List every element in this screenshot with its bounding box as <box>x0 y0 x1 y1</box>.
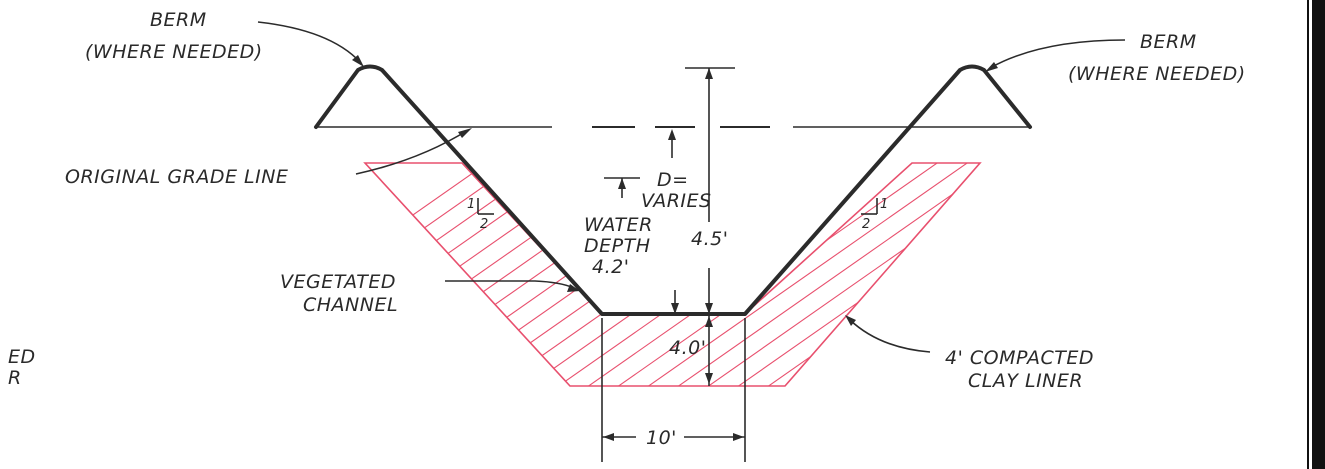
leader-compacted-liner <box>845 315 931 353</box>
original-grade-label: ORIGINAL GRADE LINE <box>65 166 288 188</box>
cut-off-label-2: R <box>8 367 22 389</box>
berm-left-note: (WHERE NEEDED) <box>85 41 263 63</box>
sheet-border <box>1312 0 1325 469</box>
slope-left-run: 2 <box>480 217 488 232</box>
berm-right-label: BERM <box>1140 31 1197 53</box>
d-varies-label: D= <box>657 169 689 191</box>
slope-indicator-right <box>861 198 878 215</box>
leader-vegetated-channel <box>445 280 580 292</box>
vegetated-channel-label-1: VEGETATED <box>280 271 396 293</box>
leader-original-grade <box>355 128 472 175</box>
slope-indicator-left <box>477 198 494 215</box>
d-varies-arrowhead <box>668 129 676 140</box>
bottom-width-value: 10' <box>646 427 677 449</box>
slope-left-rise: 1 <box>467 197 475 212</box>
compacted-liner-label-2: CLAY LINER <box>968 370 1083 392</box>
channel-profile <box>314 64 1032 316</box>
berm-right-note: (WHERE NEEDED) <box>1068 63 1246 85</box>
d-varies-value: VARIES <box>641 190 712 212</box>
leader-berm-left <box>257 21 364 67</box>
water-depth-dimension <box>604 177 679 314</box>
total-depth-dimension <box>705 68 713 314</box>
slope-right-run: 2 <box>862 217 870 232</box>
vegetated-channel-label-2: CHANNEL <box>303 294 398 316</box>
total-depth-value: 4.5' <box>691 228 728 250</box>
berm-left-label: BERM <box>150 9 207 31</box>
liner-depth-dimension <box>705 314 713 386</box>
slope-right-rise: 1 <box>880 197 888 212</box>
water-depth-value: 4.2' <box>592 256 629 278</box>
water-depth-label-1: WATER <box>584 214 653 236</box>
liner-depth-value: 4.0' <box>669 337 706 359</box>
cut-off-label-1: ED <box>8 346 36 368</box>
compacted-liner-label-1: 4' COMPACTED <box>945 347 1094 369</box>
water-depth-label-2: DEPTH <box>584 235 651 257</box>
leader-berm-right <box>985 39 1126 72</box>
bottom-width-dimension <box>601 318 746 462</box>
